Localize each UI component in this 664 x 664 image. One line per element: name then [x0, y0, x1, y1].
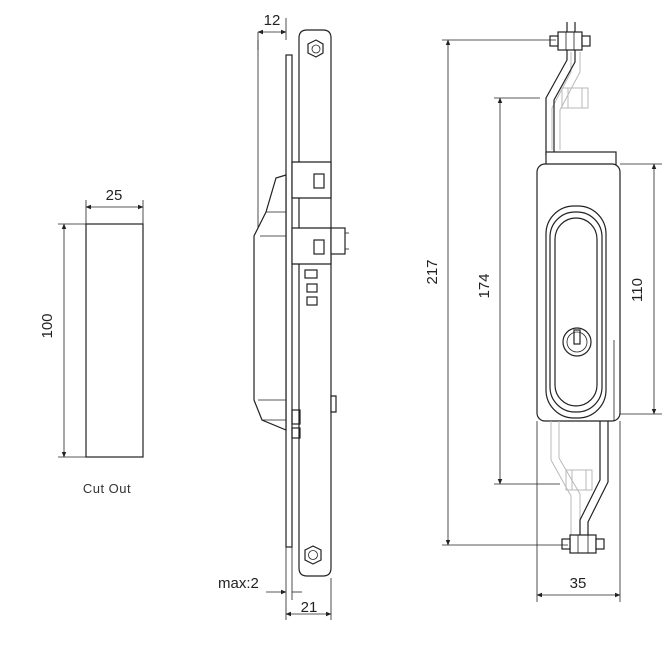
cutout-view: 25 100 Cut Out [39, 187, 144, 496]
side-panel-plate [285, 54, 293, 548]
front-overall-height-label: 217 [424, 259, 441, 284]
front-handle [554, 217, 598, 407]
side-top-label: 12 [264, 12, 281, 29]
front-top-nut-icon [557, 31, 583, 51]
front-key-lock-icon [562, 327, 592, 357]
front-view: 217 174 110 35 [424, 22, 662, 602]
side-handle-arm [298, 29, 332, 577]
side-top-nut-icon [307, 39, 324, 58]
front-handle-recess [545, 205, 607, 419]
front-hole-pitch-label: 174 [476, 273, 493, 298]
front-body-height-label: 110 [629, 278, 646, 302]
side-bezel [253, 174, 287, 431]
cutout-height-label: 100 [39, 313, 56, 338]
front-body-width-label: 35 [570, 575, 587, 592]
cutout-rectangle [85, 223, 144, 458]
front-bottom-rod [579, 421, 601, 548]
side-bottom-label: 21 [301, 599, 318, 616]
side-lock-knob [330, 227, 346, 255]
side-view: 12 [218, 12, 349, 620]
front-bottom-nut-icon [569, 534, 597, 554]
side-bottom-nut-icon [304, 545, 322, 565]
cutout-caption: Cut Out [83, 481, 131, 496]
side-max-label: max:2 [218, 575, 259, 592]
cutout-width-label: 25 [106, 187, 123, 204]
